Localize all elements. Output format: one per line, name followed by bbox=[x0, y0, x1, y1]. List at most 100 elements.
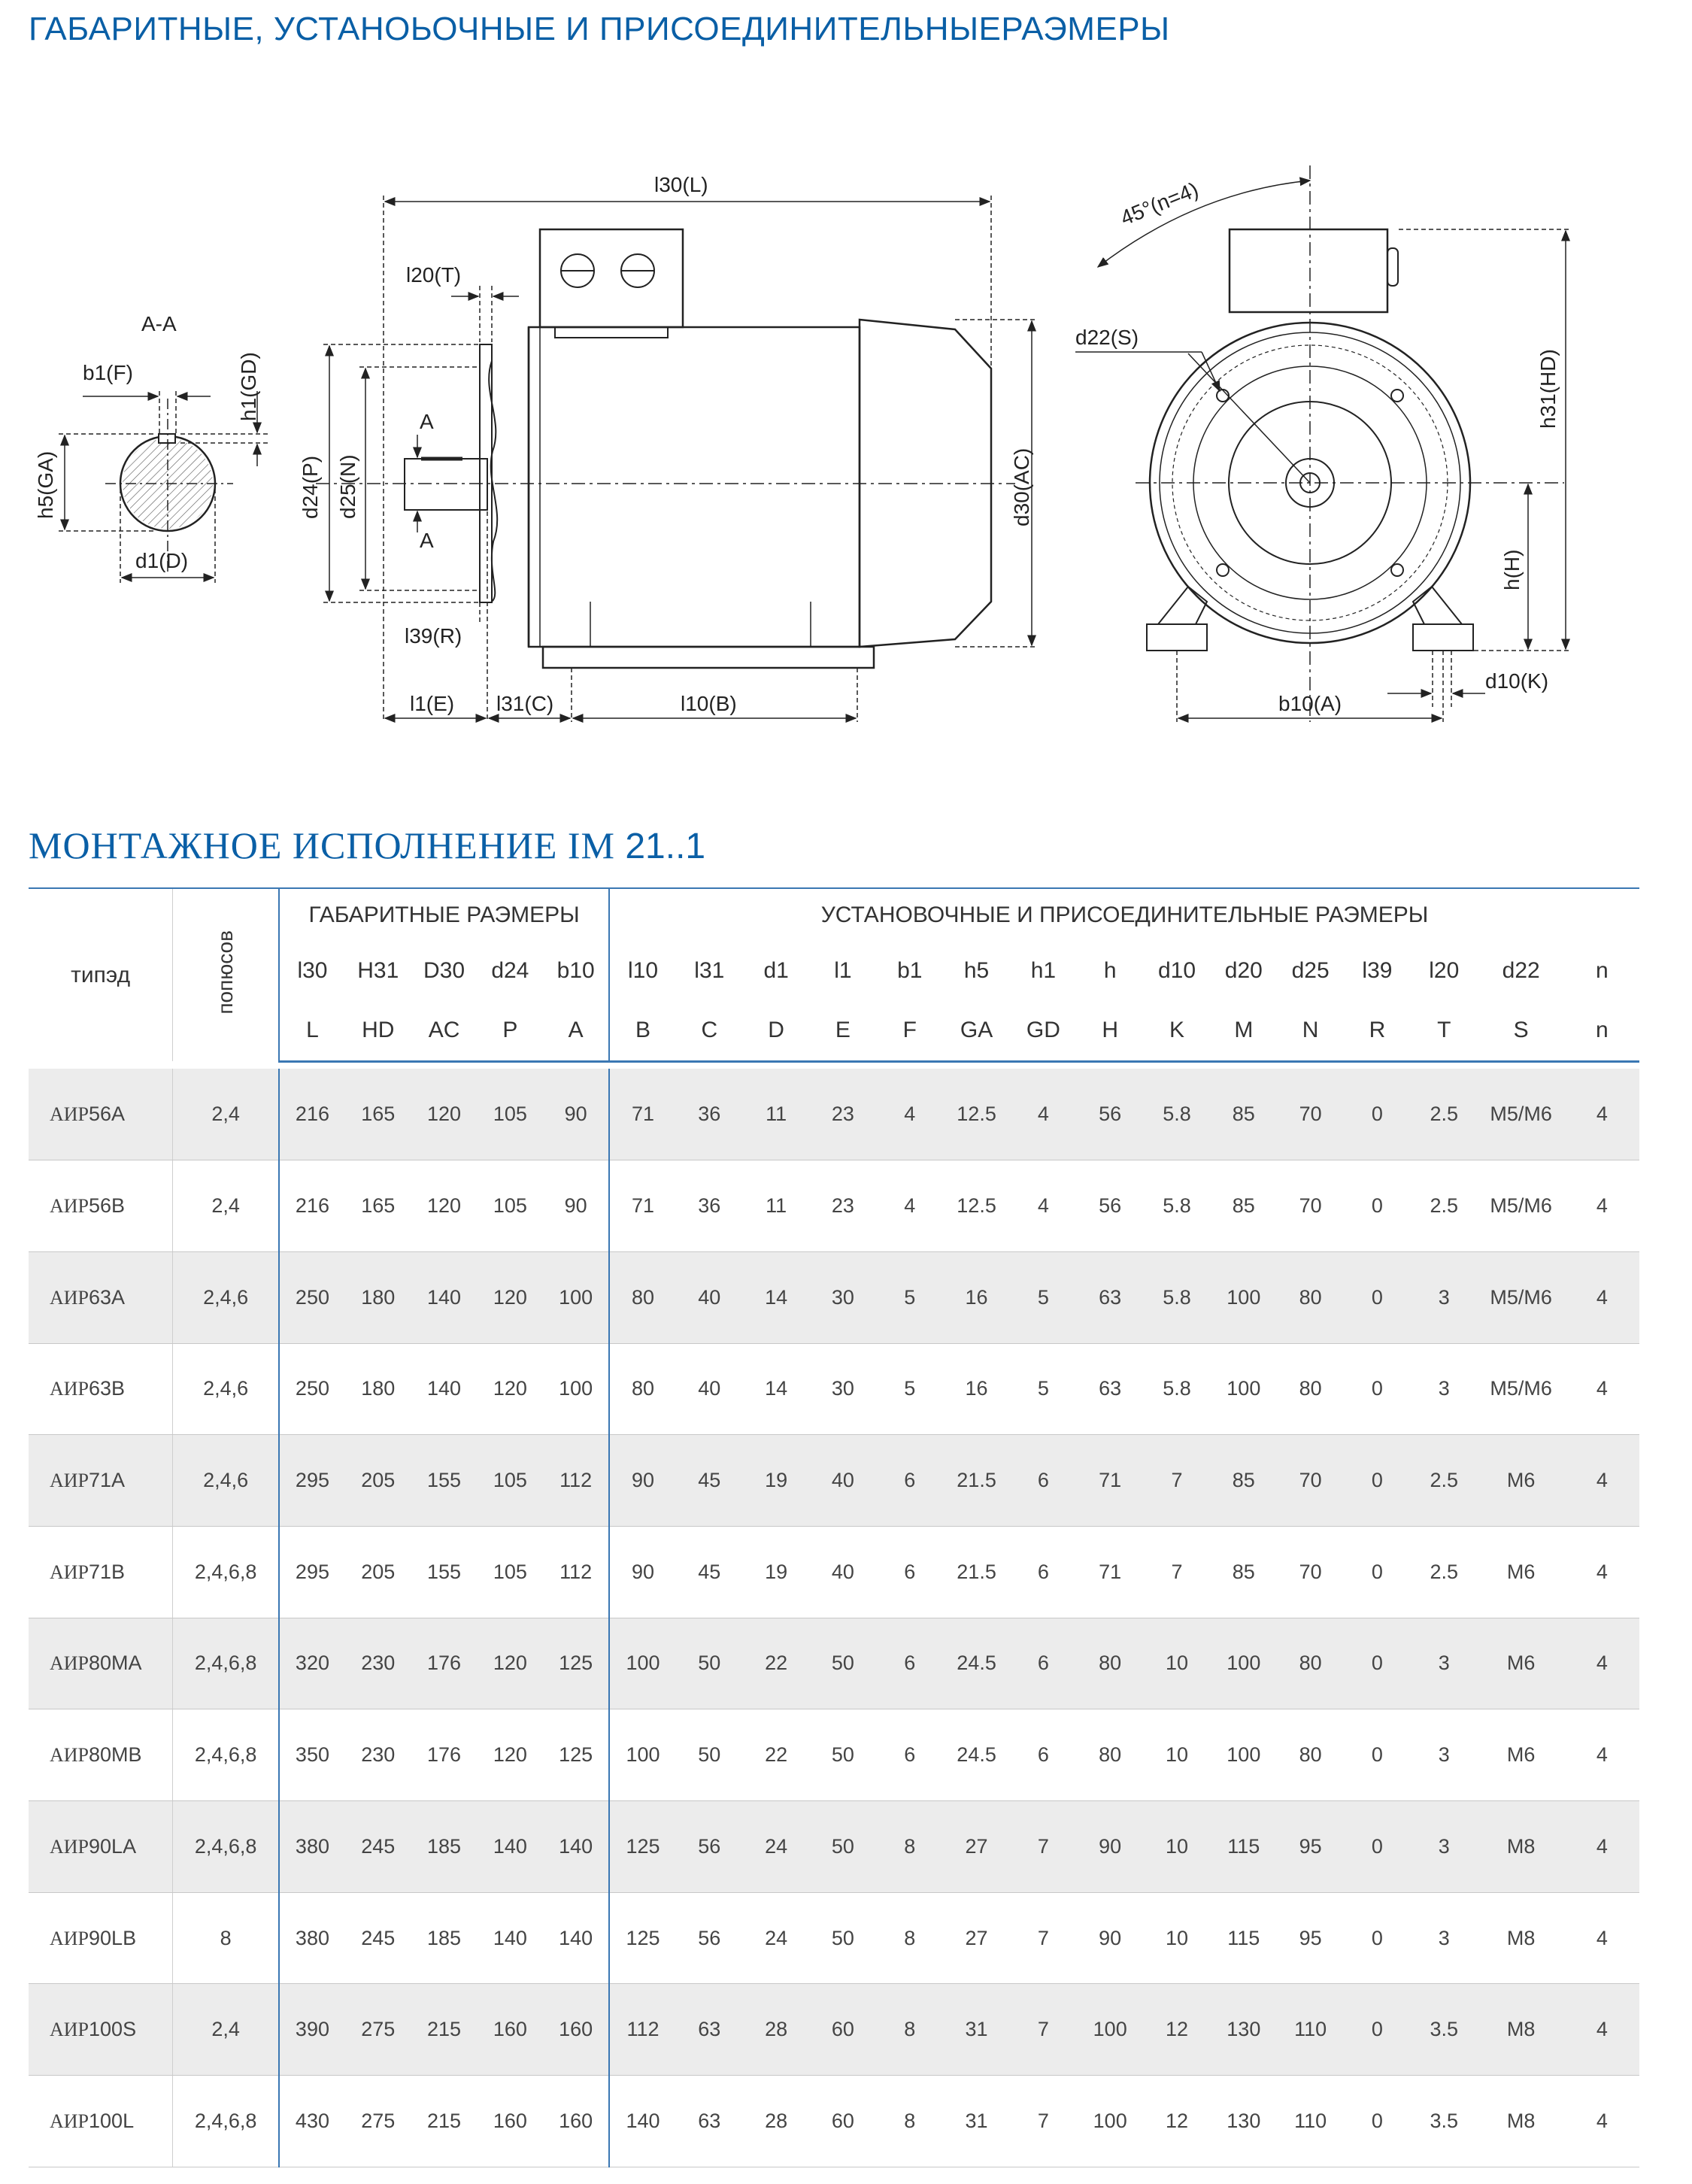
dimension-cell: 3 bbox=[1410, 1251, 1478, 1344]
dimension-cell: 275 bbox=[344, 1983, 411, 2076]
dimension-cell: 4 bbox=[1564, 1618, 1639, 1710]
dimension-cell: 60 bbox=[809, 1983, 877, 2076]
dimension-cell: 10 bbox=[1143, 1709, 1211, 1801]
dimension-cell: 350 bbox=[279, 1709, 345, 1801]
dimension-cell: 4 bbox=[1564, 1892, 1639, 1985]
dimension-cell: 0 bbox=[1344, 1800, 1411, 1893]
dimension-cell: M8 bbox=[1477, 1800, 1565, 1893]
side-view bbox=[316, 228, 1015, 669]
dimension-cell: 295 bbox=[279, 1434, 345, 1527]
column-letter: N bbox=[1277, 1001, 1345, 1063]
table-header: типэд попюсов ГАБАРИТНЫЕ РАЭМЕРЫ УСТАНОВ… bbox=[29, 888, 1639, 1063]
column-code: l1 bbox=[834, 958, 852, 983]
dimension-cell: 4 bbox=[1009, 1069, 1077, 1161]
motor-type-prefix: АИР bbox=[50, 2019, 89, 2041]
dimension-cell: 90 bbox=[543, 1160, 611, 1252]
dimension-cell: 100 bbox=[1210, 1343, 1278, 1436]
dimension-cell: 4 bbox=[1564, 1526, 1639, 1618]
dimension-cell: 3.5 bbox=[1410, 2075, 1478, 2167]
dimension-cell: 3 bbox=[1410, 1800, 1478, 1893]
dimension-cell: 19 bbox=[742, 1526, 810, 1618]
dimension-cell: 80 bbox=[609, 1343, 676, 1436]
dimension-cell: 7 bbox=[1143, 1434, 1211, 1527]
motor-type-prefix: АИР bbox=[50, 1561, 89, 1583]
dimension-cell: 140 bbox=[411, 1251, 478, 1344]
dimension-cell: 4 bbox=[876, 1069, 944, 1161]
motor-type-cell: АИР63B bbox=[29, 1343, 174, 1436]
poles-cell: 2,4,6,8 bbox=[172, 1800, 280, 1893]
dimension-cell: 320 bbox=[279, 1618, 345, 1710]
dimension-cell: 85 bbox=[1210, 1160, 1278, 1252]
dimension-cell: 5.8 bbox=[1143, 1251, 1211, 1344]
dimension-cell: 125 bbox=[609, 1892, 676, 1985]
column-code: D30 bbox=[423, 958, 465, 983]
column-code: h1 bbox=[1030, 958, 1057, 983]
dimension-cell: 23 bbox=[809, 1160, 877, 1252]
label-section-a-bottom: A bbox=[420, 529, 434, 552]
dimension-cell: 71 bbox=[1076, 1526, 1144, 1618]
dimension-cell: 4 bbox=[1564, 1251, 1639, 1344]
table-title-main: МОНТАЖНОЕ ИСПОЛНЕНИЕ IM bbox=[29, 824, 616, 866]
column-letter: D bbox=[742, 1001, 810, 1063]
column-letter: n bbox=[1564, 1001, 1639, 1063]
dimension-cell: M8 bbox=[1477, 1892, 1565, 1985]
dimension-cell: 0 bbox=[1344, 1343, 1411, 1436]
dimension-cell: 105 bbox=[477, 1160, 544, 1252]
dimension-cell: 12.5 bbox=[943, 1069, 1010, 1161]
motor-type-code: 80MA bbox=[89, 1652, 142, 1675]
dimension-cell: 30 bbox=[809, 1343, 877, 1436]
column-code: l31 bbox=[694, 958, 725, 983]
label-l39r: l39(R) bbox=[405, 624, 462, 648]
dimension-cell: 7 bbox=[1009, 1800, 1077, 1893]
dimension-cell: 80 bbox=[609, 1251, 676, 1344]
motor-type-cell: АИР90LA bbox=[29, 1800, 174, 1893]
column-code: h bbox=[1103, 958, 1117, 983]
column-letter: A bbox=[543, 1001, 611, 1063]
dimension-cell: 380 bbox=[279, 1800, 345, 1893]
dimension-cell: 2.5 bbox=[1410, 1434, 1478, 1527]
dimension-cell: 6 bbox=[1009, 1526, 1077, 1618]
dimension-cell: 16 bbox=[943, 1343, 1010, 1436]
label-h1gd: h1(GD) bbox=[237, 352, 260, 421]
end-view bbox=[1136, 165, 1564, 722]
motor-type-code: 63B bbox=[89, 1377, 126, 1400]
dimension-cell: 6 bbox=[876, 1618, 944, 1710]
dimension-cell: 71 bbox=[609, 1069, 676, 1161]
poles-cell: 2,4,6,8 bbox=[172, 1618, 280, 1710]
dimension-cell: 215 bbox=[411, 1983, 478, 2076]
dimension-cell: 115 bbox=[1210, 1800, 1278, 1893]
motor-type-code: 90LA bbox=[89, 1834, 137, 1858]
dimension-cell: 100 bbox=[1076, 2075, 1144, 2167]
dimension-cell: 31 bbox=[943, 1983, 1010, 2076]
dimension-cell: 3 bbox=[1410, 1343, 1478, 1436]
dimension-cell: 112 bbox=[609, 1983, 676, 2076]
dimension-cell: 70 bbox=[1277, 1434, 1345, 1527]
poles-header-text: попюсов bbox=[214, 930, 238, 1015]
dimension-cell: 0 bbox=[1344, 1618, 1411, 1710]
dimension-cell: 100 bbox=[543, 1251, 611, 1344]
dimension-cell: 5.8 bbox=[1143, 1343, 1211, 1436]
dimension-cell: M5/M6 bbox=[1477, 1251, 1565, 1344]
dimension-cell: 4 bbox=[1564, 1343, 1639, 1436]
dimension-cell: 56 bbox=[675, 1892, 743, 1985]
dimension-cell: 80 bbox=[1277, 1618, 1345, 1710]
label-l10b: l10(B) bbox=[681, 692, 737, 715]
dimension-cell: 0 bbox=[1344, 1709, 1411, 1801]
dimension-cell: 50 bbox=[809, 1892, 877, 1985]
dimension-cell: 19 bbox=[742, 1434, 810, 1527]
dimension-cell: 430 bbox=[279, 2075, 345, 2167]
dimension-cell: 30 bbox=[809, 1251, 877, 1344]
dimension-cell: 10 bbox=[1143, 1892, 1211, 1985]
motor-type-code: 56B bbox=[89, 1194, 126, 1218]
column-letter: P bbox=[477, 1001, 544, 1063]
dimension-cell: 36 bbox=[675, 1160, 743, 1252]
dimension-cell: 155 bbox=[411, 1434, 478, 1527]
section-aa-view: A-A b1(F) h1(GD) h5(GA) d1(D) bbox=[34, 312, 271, 583]
dimension-cell: 216 bbox=[279, 1069, 345, 1161]
dimension-cell: 70 bbox=[1277, 1526, 1345, 1618]
dimension-cell: 0 bbox=[1344, 1160, 1411, 1252]
motor-type-code: 100L bbox=[89, 2109, 135, 2132]
dimension-cell: 63 bbox=[1076, 1343, 1144, 1436]
dimension-cell: 8 bbox=[876, 1800, 944, 1893]
dimension-cell: 105 bbox=[477, 1069, 544, 1161]
